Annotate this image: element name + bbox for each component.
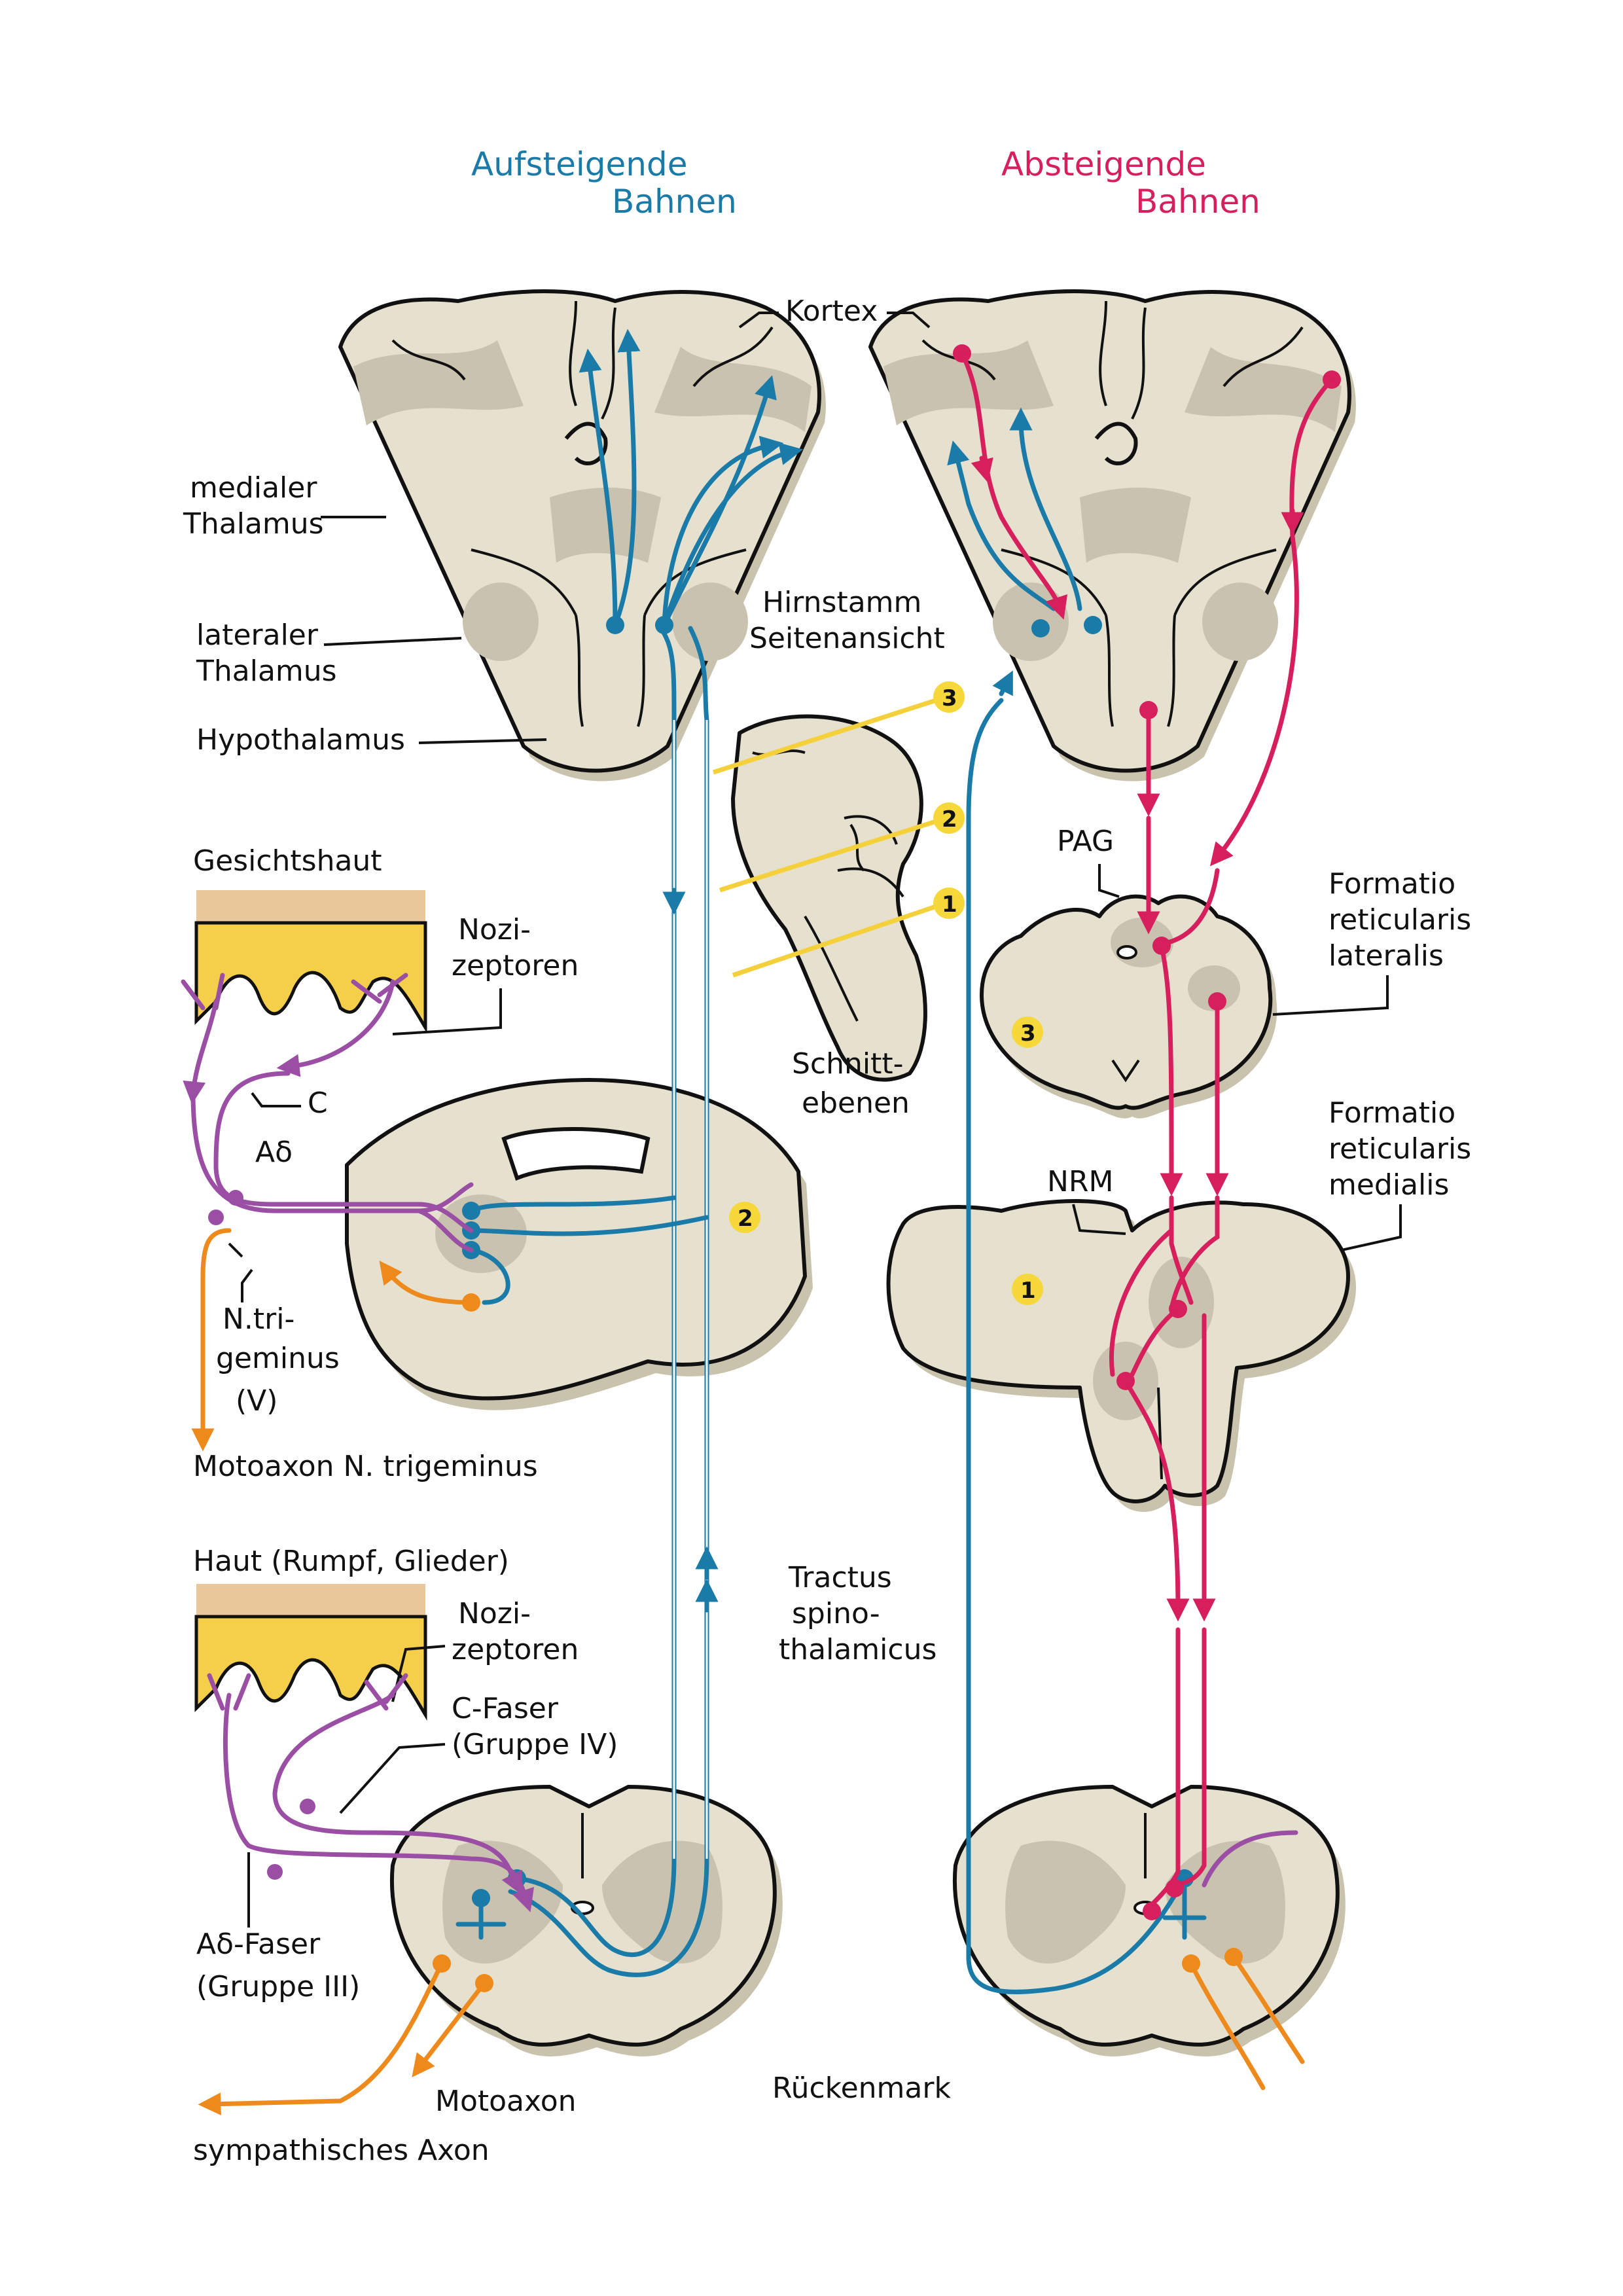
n-trigeminus-label-1: N.tri- xyxy=(223,1302,294,1336)
face-skin xyxy=(194,890,427,1034)
kortex-leader-right xyxy=(887,312,931,329)
hypothalamus-label: Hypothalamus xyxy=(196,723,405,757)
c-faser-label-2: (Gruppe IV) xyxy=(452,1728,618,1761)
gesichtshaut-label: Gesichtshaut xyxy=(193,844,382,878)
nrm-label: NRM xyxy=(1047,1165,1113,1198)
section-3-midbrain xyxy=(980,894,1277,1119)
formatio-lateralis-label-3: lateralis xyxy=(1329,939,1444,973)
tractus-label-3: thalamicus xyxy=(779,1633,936,1666)
a-delta-faser-label-1: Aδ-Faser xyxy=(196,1928,321,1961)
formatio-lateralis-label-1: Formatio xyxy=(1329,867,1455,901)
medialer-thalamus-label-2: Thalamus xyxy=(183,507,324,541)
plane-badge-2: 2 xyxy=(942,806,957,833)
nozizeptoren-top-label-2: zeptoren xyxy=(452,949,579,982)
formatio-medialis-label-2: reticularis xyxy=(1329,1132,1471,1166)
sympathisches-axon-label: sympathisches Axon xyxy=(193,2134,490,2167)
motoaxon-label: Motoaxon xyxy=(435,2085,577,2118)
kortex-label: Kortex xyxy=(785,295,878,328)
n-trigeminus-label-3: (V) xyxy=(236,1384,277,1418)
medialer-thalamus-label-1: medialer xyxy=(190,471,317,505)
section-badge-3: 3 xyxy=(1020,1020,1036,1047)
section-plane-1 xyxy=(732,904,937,978)
hirnstamm-label-2: Seitenansicht xyxy=(749,622,945,655)
ascending-header-line1: Aufsteigende xyxy=(471,145,688,183)
plane-badge-3: 3 xyxy=(942,685,957,711)
lateraler-thalamus-label-1: lateraler xyxy=(196,619,319,652)
kortex-leader-left xyxy=(738,312,779,329)
spinal-cord-descending xyxy=(952,1785,1346,2056)
schnittebenen-label-1: Schnitt- xyxy=(792,1047,904,1081)
nozizeptoren-bottom-label-1: Nozi- xyxy=(458,1597,531,1630)
body-skin xyxy=(194,1584,427,1721)
motor-fibers xyxy=(191,1228,1305,2116)
n-trigeminus-label-2: geminus xyxy=(216,1342,340,1375)
descending-header-line2: Bahnen xyxy=(1135,183,1260,221)
descending-pathways xyxy=(953,344,1341,1920)
formatio-medialis-label-3: medialis xyxy=(1329,1168,1449,1202)
nozizeptoren-bottom-label-2: zeptoren xyxy=(452,1633,579,1666)
brain-descending xyxy=(868,289,1356,781)
c-faser-label-1: C-Faser xyxy=(452,1692,559,1725)
a-delta-label: Aδ xyxy=(255,1136,293,1169)
rueckenmark-label: Rückenmark xyxy=(772,2072,951,2105)
lateraler-thalamus-label-2: Thalamus xyxy=(196,655,337,688)
formatio-medialis-label-1: Formatio xyxy=(1329,1096,1455,1130)
ascending-header-line2: Bahnen xyxy=(612,183,737,221)
brainstem-side-view xyxy=(731,714,927,1082)
ascending-pathways xyxy=(455,329,1207,1994)
section-badge-2: 2 xyxy=(738,1206,753,1232)
schnittebenen-label-2: ebenen xyxy=(802,1086,910,1120)
haut-label: Haut (Rumpf, Glieder) xyxy=(193,1545,509,1578)
formatio-lateralis-label-2: reticularis xyxy=(1329,903,1471,937)
c-label: C xyxy=(308,1086,328,1120)
section-badge-1: 1 xyxy=(1020,1278,1036,1304)
hirnstamm-label-1: Hirnstamm xyxy=(762,586,921,619)
section-plane-2 xyxy=(719,819,937,893)
nozizeptoren-top-label-1: Nozi- xyxy=(458,913,531,946)
section-plane-3 xyxy=(712,698,937,775)
descending-header-line1: Absteigende xyxy=(1001,145,1206,183)
pag-label: PAG xyxy=(1057,825,1114,858)
tractus-label-1: Tractus xyxy=(788,1561,892,1594)
tractus-label-2: spino- xyxy=(792,1597,880,1630)
brain-ascending xyxy=(338,289,826,781)
section-2-trigeminal xyxy=(345,1078,813,1410)
section-1-medulla xyxy=(886,1199,1356,1512)
motoaxon-trigeminus-label: Motoaxon N. trigeminus xyxy=(193,1450,538,1483)
nociceptor-fibers xyxy=(181,973,1298,1912)
plane-badge-1: 1 xyxy=(942,891,957,918)
a-delta-faser-label-2: (Gruppe III) xyxy=(196,1970,360,2003)
